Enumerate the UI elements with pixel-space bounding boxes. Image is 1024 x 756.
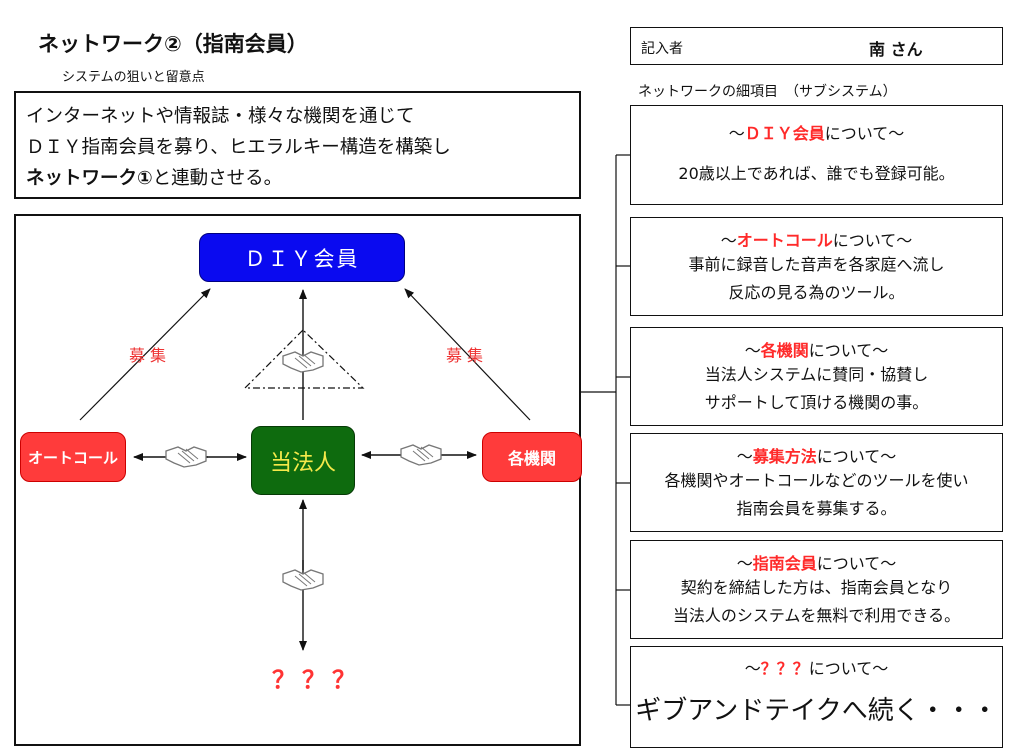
subsystems-label: ネットワークの細項目 （サブシステム） bbox=[638, 84, 897, 100]
card-autocall: ～オートコールについて～ 事前に録音した音声を各家庭へ流し 反応の見る為のツール… bbox=[630, 217, 1003, 316]
purpose-line-3-bold: ネットワーク① bbox=[26, 168, 153, 189]
arrow-autocall-to-diy bbox=[79, 288, 211, 421]
card-text: サポートして頂ける機関の事。 bbox=[704, 393, 929, 412]
card-text: 指南会員を募集する。 bbox=[736, 499, 897, 518]
card-highlight: オートコール bbox=[736, 231, 833, 250]
purpose-line-3: ネットワーク①と連動させる。 bbox=[26, 163, 569, 194]
node-corporation: 当法人 bbox=[251, 426, 355, 495]
handshake-icon-left bbox=[165, 446, 207, 468]
card-organizations: ～各機関について～ 当法人システムに賛同・協賛し サポートして頂ける機関の事。 bbox=[630, 327, 1003, 426]
label-recruit-left: 募集 bbox=[129, 346, 172, 365]
author-name: 南 さん bbox=[869, 40, 923, 59]
label-recruit-right: 募集 bbox=[446, 346, 489, 365]
card-text: 反応の見る為のツール。 bbox=[728, 283, 905, 302]
card-recruit-method: ～募集方法について～ 各機関やオートコールなどのツールを使い 指南会員を募集する… bbox=[630, 433, 1003, 532]
purpose-line-1: インターネットや情報誌・様々な機関を通じて bbox=[26, 106, 415, 127]
card-text: 当法人システムに賛同・協賛し bbox=[704, 365, 929, 384]
node-unknown: ？？？ bbox=[272, 666, 362, 694]
card-highlight: 募集方法 bbox=[752, 447, 817, 466]
card-unknown: ～？？？について～ ギブアンドテイクへ続く・・・ bbox=[630, 646, 1003, 748]
card-text: 当法人のシステムを無料で利用できる。 bbox=[672, 606, 961, 625]
card-highlight: ？？？ bbox=[760, 659, 809, 678]
card-text: 契約を締結した方は、指南会員となり bbox=[680, 578, 953, 597]
page-subtitle: システムの狙いと留意点 bbox=[62, 70, 205, 85]
diagram-frame bbox=[14, 214, 581, 746]
node-autocall: オートコール bbox=[20, 432, 126, 482]
purpose-line-2: ＤＩＹ指南会員を募り、ヒエラルキー構造を構築し bbox=[26, 137, 451, 158]
handshake-icon-right bbox=[400, 444, 442, 466]
author-box: 記入者 南 さん bbox=[630, 27, 1003, 65]
node-diy-member: ＤＩＹ会員 bbox=[199, 233, 405, 282]
card-text: 事前に録音した音声を各家庭へ流し bbox=[688, 255, 945, 274]
arrow-organizations-to-diy bbox=[404, 288, 531, 421]
card-highlight: ＤＩＹ会員 bbox=[744, 124, 825, 143]
card-text: 各機関やオートコールなどのツールを使い bbox=[664, 471, 969, 490]
card-highlight: 各機関 bbox=[760, 341, 809, 360]
dashed-triangle bbox=[243, 329, 365, 389]
card-text: 20歳以上であれば、誰でも登録可能。 bbox=[678, 164, 955, 183]
author-label: 記入者 bbox=[641, 41, 683, 57]
purpose-line-3-rest: と連動させる。 bbox=[152, 168, 283, 189]
card-mentor-member: ～指南会員について～ 契約を締結した方は、指南会員となり 当法人のシステムを無料… bbox=[630, 540, 1003, 639]
card-highlight: 指南会員 bbox=[752, 554, 817, 573]
purpose-box: インターネットや情報誌・様々な機関を通じて ＤＩＹ指南会員を募り、ヒエラルキー構… bbox=[14, 91, 581, 199]
card-diy-member: ～ＤＩＹ会員について～ 20歳以上であれば、誰でも登録可能。 bbox=[630, 105, 1003, 205]
card-text: ギブアンドテイクへ続く・・・ bbox=[635, 696, 998, 726]
node-organizations: 各機関 bbox=[482, 432, 582, 482]
page-title: ネットワーク②（指南会員） bbox=[38, 32, 308, 56]
